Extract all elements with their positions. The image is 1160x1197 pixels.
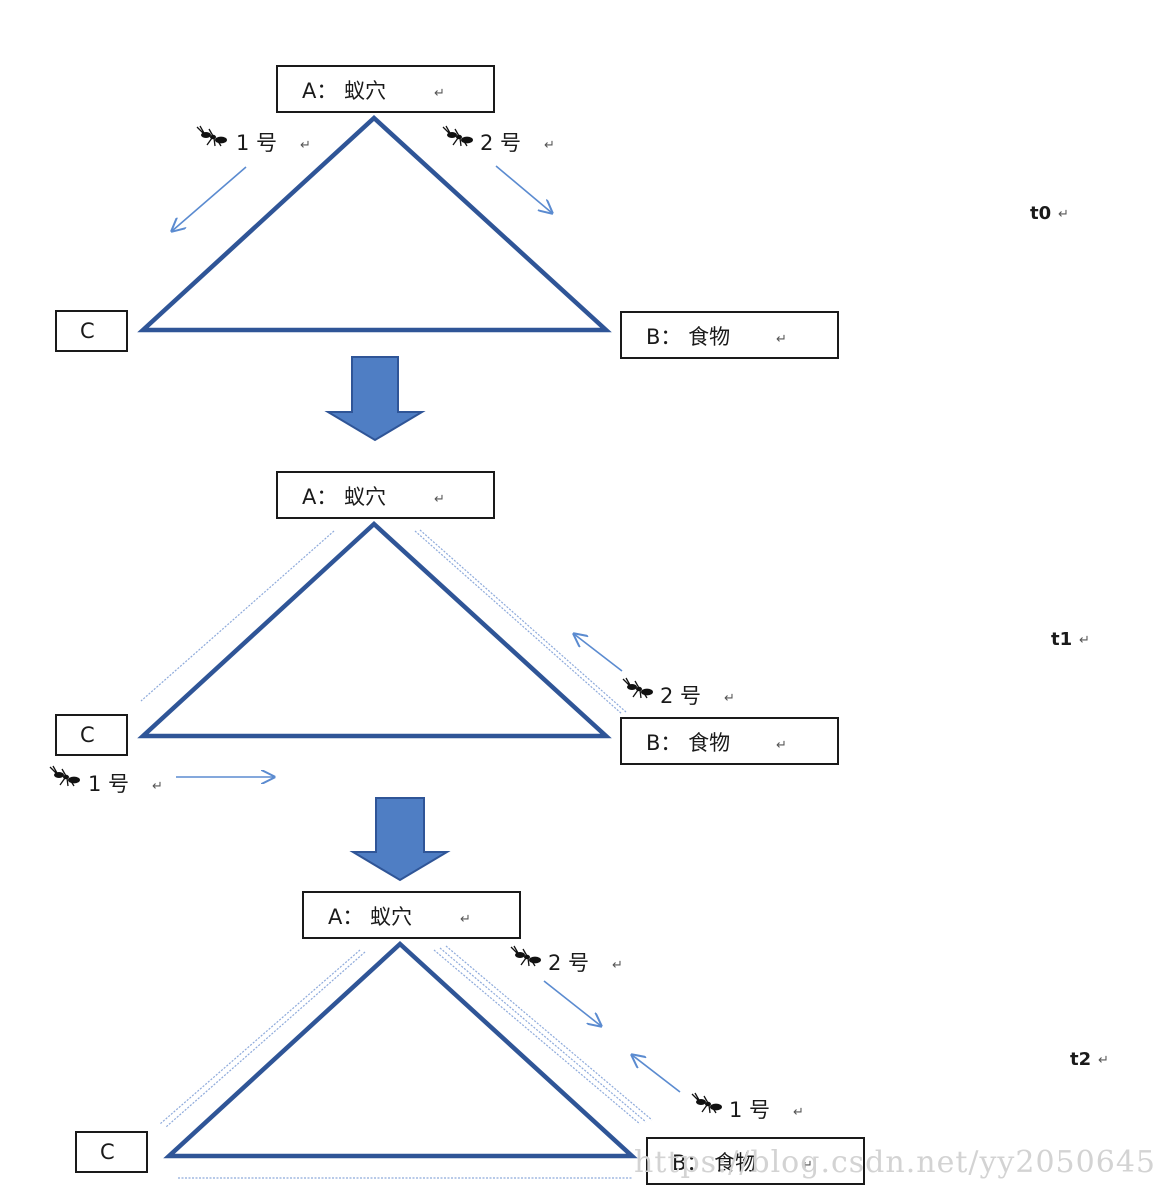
svg-text:↵: ↵ <box>434 86 445 101</box>
ant-2: 2 号 ↵ <box>442 125 555 155</box>
food-label: B： 食物 <box>646 325 730 349</box>
ant-icon <box>510 945 542 967</box>
ant-1-direction-arrow <box>632 1055 681 1093</box>
pheromone-trail <box>414 530 623 715</box>
node-b-food: B： 食物 ↵ <box>620 717 839 765</box>
svg-text:2 号: 2 号 <box>548 951 589 975</box>
ant-icon <box>622 677 654 699</box>
nest-label: A： 蚁穴 <box>302 79 386 103</box>
path-triangle <box>137 114 612 333</box>
svg-text:↵: ↵ <box>1058 207 1069 222</box>
ant-1: 1 号 ↵ <box>691 1092 804 1122</box>
time-label-t2: t2 ↵ <box>1070 1049 1109 1070</box>
svg-text:t1: t1 <box>1051 629 1072 650</box>
node-a-nest: A： 蚁穴 ↵ <box>276 471 495 519</box>
svg-text:↵: ↵ <box>1079 633 1090 648</box>
nest-label: A： 蚁穴 <box>328 905 412 929</box>
svg-text:2 号: 2 号 <box>660 684 701 708</box>
node-c: C <box>75 1131 148 1173</box>
ant-icon <box>442 125 474 147</box>
svg-text:2 号: 2 号 <box>480 131 521 155</box>
svg-text:↵: ↵ <box>460 912 471 927</box>
pheromone-trail <box>165 951 366 1128</box>
node-a-nest: A： 蚁穴 ↵ <box>276 65 495 113</box>
svg-text:↵: ↵ <box>1098 1053 1109 1068</box>
pheromone-trail <box>439 947 647 1123</box>
svg-text:1 号: 1 号 <box>729 1098 770 1122</box>
pheromone-trail <box>419 529 627 713</box>
node-c: C <box>55 714 128 756</box>
node-b-food: B： 食物 ↵ <box>620 311 839 359</box>
stage-t1: A： 蚁穴 ↵ B： 食物 ↵ C 2 号 ↵ 1 号 ↵ t1 ↵ <box>49 471 1090 796</box>
ant-1: 1 号 ↵ <box>49 765 163 796</box>
watermark: https://blog.csdn.net/yy2050645 <box>634 1145 1156 1180</box>
ant-2: 2 号 ↵ <box>510 945 623 975</box>
svg-text:↵: ↵ <box>776 738 787 753</box>
ant-2-direction-arrow <box>495 165 552 213</box>
stage-t0: A： 蚁穴 ↵ B： 食物 ↵ C 1 号 ↵ 2 号 ↵ t0 ↵ <box>55 65 1069 359</box>
pheromone-trail <box>159 949 361 1125</box>
svg-text:↵: ↵ <box>544 138 555 153</box>
path-triangle <box>137 520 612 739</box>
path-triangle <box>163 940 638 1159</box>
svg-text:1 号: 1 号 <box>88 772 129 796</box>
svg-text:t2: t2 <box>1070 1049 1091 1070</box>
svg-text:1 号: 1 号 <box>236 131 277 155</box>
pheromone-trail <box>140 530 335 702</box>
nest-label: A： 蚁穴 <box>302 485 386 509</box>
ant-2-direction-arrow <box>543 980 601 1026</box>
ant-icon <box>49 765 81 787</box>
c-label: C <box>80 723 95 747</box>
down-arrow-icon <box>349 797 451 882</box>
food-label: B： 食物 <box>672 1151 756 1175</box>
ant-2-direction-arrow <box>574 634 623 672</box>
c-label: C <box>100 1140 115 1164</box>
svg-text:↵: ↵ <box>152 779 163 794</box>
ant-1-direction-arrow <box>172 166 247 231</box>
node-c: C <box>55 310 128 352</box>
pheromone-trail <box>433 949 641 1125</box>
svg-text:↵: ↵ <box>612 958 623 973</box>
ant-1: 1 号 ↵ <box>196 125 311 155</box>
time-label-t0: t0 ↵ <box>1030 203 1069 224</box>
ant-2: 2 号 ↵ <box>622 677 735 708</box>
down-arrow-icon <box>324 356 426 442</box>
svg-text:↵: ↵ <box>724 691 735 706</box>
time-label-t1: t1 ↵ <box>1051 629 1090 650</box>
ant-icon <box>691 1092 723 1114</box>
c-label: C <box>80 319 95 343</box>
node-a-nest: A： 蚁穴 ↵ <box>302 891 521 939</box>
svg-text:↵: ↵ <box>802 1158 813 1173</box>
svg-text:↵: ↵ <box>434 492 445 507</box>
pheromone-trail <box>445 945 653 1121</box>
svg-text:↵: ↵ <box>776 332 787 347</box>
svg-text:↵: ↵ <box>793 1105 804 1120</box>
svg-text:t0: t0 <box>1030 203 1051 224</box>
food-label: B： 食物 <box>646 731 730 755</box>
ant-icon <box>196 125 228 147</box>
node-b-food: B： 食物 ↵ <box>646 1137 865 1185</box>
stage-t2: A： 蚁穴 ↵ B： 食物 ↵ C 2 号 ↵ 1 号 ↵ t2 ↵ <box>75 891 1109 1185</box>
svg-text:↵: ↵ <box>300 138 311 153</box>
